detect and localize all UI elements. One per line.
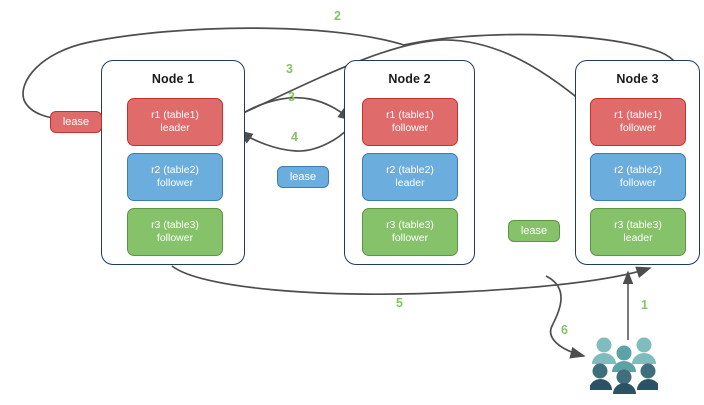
users-group-icon xyxy=(589,336,660,394)
replica-r1-node-3[interactable]: r1 (table1)follower xyxy=(590,98,686,146)
replica-range-label: r2 (table2) xyxy=(151,164,199,176)
replica-r3-node-3[interactable]: r3 (table3)leader xyxy=(590,208,686,256)
replica-role-label: follower xyxy=(391,122,429,134)
replica-range-label: r1 (table1) xyxy=(386,109,434,121)
label-5: 5 xyxy=(396,296,403,310)
replica-range-label: r3 (table3) xyxy=(386,219,434,231)
replica-r3-node-1[interactable]: r3 (table3)follower xyxy=(127,208,223,256)
replica-role-label: follower xyxy=(619,122,657,134)
replica-range-label: r3 (table3) xyxy=(614,219,662,231)
label-3a: 3 xyxy=(286,62,293,76)
node-title: Node 2 xyxy=(388,72,431,86)
edge-6-path xyxy=(545,275,586,359)
replica-role-label: follower xyxy=(391,232,429,244)
replica-role-label: leader xyxy=(160,122,190,134)
edge-5-path xyxy=(171,265,652,295)
replica-r3-node-2[interactable]: r3 (table3)follower xyxy=(362,208,458,256)
label-3b: 3 xyxy=(288,90,295,104)
replica-role-label: follower xyxy=(156,177,194,189)
label-4: 4 xyxy=(291,130,298,144)
replica-r2-node-1[interactable]: r2 (table2)follower xyxy=(127,153,223,201)
node-title: Node 1 xyxy=(151,72,195,86)
replica-role-label: follower xyxy=(619,177,657,189)
lease-table2[interactable]: lease xyxy=(277,166,329,188)
replica-r2-node-2[interactable]: r2 (table2)leader xyxy=(362,153,458,201)
label-6: 6 xyxy=(561,323,568,337)
replica-range-label: r1 (table1) xyxy=(151,109,199,121)
replica-r1-node-1[interactable]: r1 (table1)leader xyxy=(127,98,223,146)
replica-range-label: r2 (table2) xyxy=(386,164,434,176)
replica-role-label: leader xyxy=(395,177,425,189)
replica-role-label: leader xyxy=(623,232,653,244)
replica-range-label: r2 (table2) xyxy=(614,164,662,176)
lease-table3[interactable]: lease xyxy=(508,220,560,242)
replica-range-label: r1 (table1) xyxy=(614,109,662,121)
replica-range-label: r3 (table3) xyxy=(151,219,199,231)
replica-r2-node-3[interactable]: r2 (table2)follower xyxy=(590,153,686,201)
node-title: Node 3 xyxy=(616,72,659,86)
replica-role-label: follower xyxy=(156,232,194,244)
label-1: 1 xyxy=(641,298,648,312)
lease-table1[interactable]: lease xyxy=(50,111,102,133)
replica-r1-node-2[interactable]: r1 (table1)follower xyxy=(362,98,458,146)
label-2: 2 xyxy=(334,9,341,23)
